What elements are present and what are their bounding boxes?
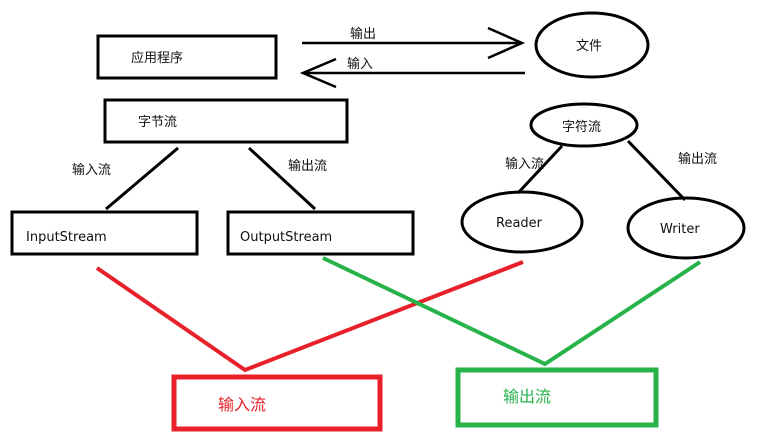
input-group-connector (95, 260, 524, 373)
file-ellipse (534, 11, 650, 79)
writer-label: Writer (660, 222, 700, 237)
char-input-branch (516, 144, 564, 195)
outputstream-label: OutputStream (240, 230, 332, 245)
output-arrow (302, 26, 526, 60)
output-result-label: 输出流 (503, 387, 551, 406)
input-result-label: 输入流 (218, 395, 266, 414)
char-output-branch (626, 139, 687, 202)
inputstream-box (10, 210, 199, 256)
byte-stream-box (103, 98, 349, 144)
output-group-connector (322, 256, 702, 367)
reader-ellipse (460, 190, 584, 254)
input-result-box (171, 374, 383, 432)
inputstream-label: InputStream (26, 230, 107, 245)
outputstream-box (226, 210, 415, 256)
writer-ellipse (626, 196, 746, 260)
input-arrow-label: 输入 (347, 56, 373, 72)
char-stream-label: 字符流 (562, 119, 601, 135)
byte-input-label: 输入流 (72, 162, 111, 178)
byte-stream-label: 字节流 (138, 115, 177, 130)
char-stream-ellipse (529, 102, 639, 148)
byte-output-label: 输出流 (288, 158, 327, 174)
byte-output-branch (247, 146, 317, 211)
char-output-label: 输出流 (678, 151, 717, 167)
output-arrow-label: 输出 (350, 26, 376, 42)
output-result-box (455, 367, 659, 428)
char-input-label: 输入流 (505, 156, 544, 172)
app-label: 应用程序 (131, 50, 183, 66)
byte-input-branch (105, 146, 179, 211)
reader-label: Reader (496, 216, 543, 231)
app-box (96, 34, 278, 80)
file-label: 文件 (576, 39, 602, 54)
input-arrow (299, 57, 525, 89)
